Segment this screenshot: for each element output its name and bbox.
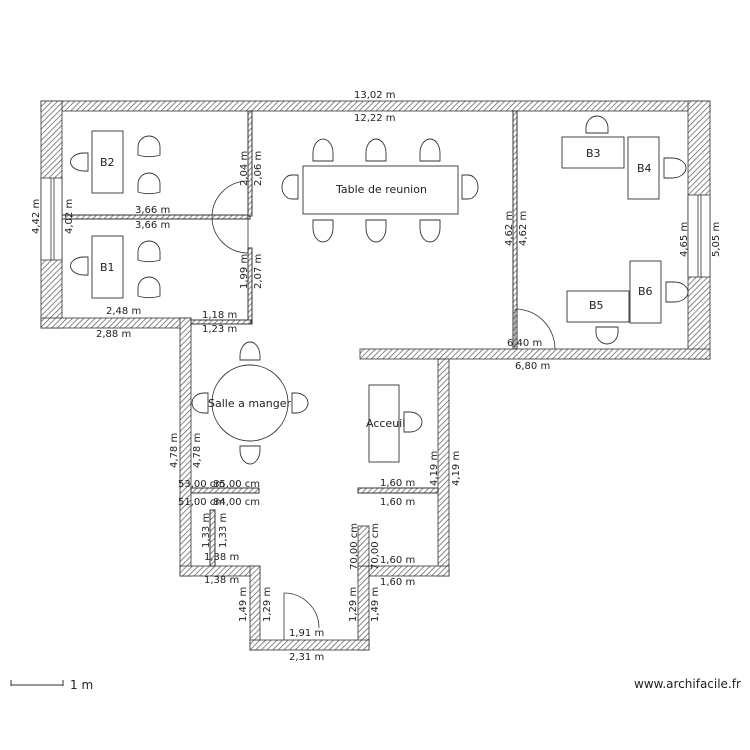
desk-b5 <box>566 290 630 323</box>
furniture <box>70 115 689 465</box>
label-desk-b6: B6 <box>638 285 653 298</box>
wall-entry-bottom <box>249 639 370 651</box>
dim-step-a: 1,18 m <box>202 310 237 321</box>
dimension-labels: 13,02 m 12,22 m 4,42 m 4,02 m 3,66 m 3,6… <box>31 90 722 663</box>
dim-lv-a: 1,33 m <box>201 513 212 548</box>
label-meeting-table: Table de reunion <box>335 183 427 196</box>
dim-ent-inner: 1,91 m <box>289 628 324 639</box>
scale-bar <box>10 680 64 686</box>
wall-entry-left <box>249 565 261 651</box>
windows <box>40 177 711 278</box>
door-b1-arc <box>211 216 249 254</box>
partition-step-bottom <box>190 319 252 325</box>
dim-b1-outer: 2,88 m <box>96 329 131 340</box>
partition-right-lower <box>357 487 439 494</box>
watermark: www.archifacile.fr <box>634 677 741 691</box>
label-dining: Salle a manger <box>208 397 292 410</box>
desk-b4 <box>627 136 660 200</box>
desk-b1 <box>91 235 124 299</box>
partitions <box>61 110 518 567</box>
dim-top-outer: 13,02 m <box>354 90 396 101</box>
dim-upper-v-a: 2,04 m <box>239 151 250 186</box>
dim-acc-v-a: 4,19 m <box>429 451 440 486</box>
dim-step-b: 1,23 m <box>202 324 237 335</box>
dim-lower-v-a: 1,99 m <box>239 254 250 289</box>
dim-part-r-a: 1,60 m <box>380 478 415 489</box>
label-desk-b1: B1 <box>100 261 115 274</box>
dim-lower-v-b: 2,07 m <box>253 254 264 289</box>
exterior-walls <box>40 100 711 651</box>
wall-entry-right-stub <box>357 525 370 567</box>
dim-part-l-b: 85,00 cm <box>213 479 260 490</box>
dim-dining-v-b: 4,78 m <box>192 433 203 468</box>
doors <box>211 180 556 640</box>
dim-rbot-a: 1,60 m <box>380 555 415 566</box>
dim-left-outer: 4,42 m <box>31 199 42 234</box>
dim-part-r-b: 1,60 m <box>380 497 415 508</box>
window-right <box>687 194 711 278</box>
dim-lbot-a: 1,38 m <box>204 552 239 563</box>
reception-desk <box>368 384 400 463</box>
desk-b2 <box>91 130 124 194</box>
wall-top <box>40 100 711 112</box>
dim-acc-v-b: 4,19 m <box>451 451 462 486</box>
dim-part-l-c: 51,00 cm <box>178 497 225 508</box>
dim-ent-outer: 2,31 m <box>289 652 324 663</box>
door-b2-arc <box>211 180 249 218</box>
scale-label: 1 m <box>70 678 93 692</box>
dim-lv-b: 1,33 m <box>218 513 229 548</box>
dim-right-bot-inner: 6,40 m <box>507 338 542 349</box>
dim-right-part-a: 4,62 m <box>504 211 515 246</box>
dim-ent-r-a: 1,29 m <box>348 587 359 622</box>
label-desk-b4: B4 <box>637 162 652 175</box>
dim-right-bot-outer: 6,80 m <box>515 361 550 372</box>
desk-b3 <box>561 136 625 169</box>
dim-right-part-b: 4,62 m <box>518 211 529 246</box>
dim-rbot-b: 1,60 m <box>380 577 415 588</box>
window-left <box>40 177 63 261</box>
dim-right-inner: 4,65 m <box>679 222 690 257</box>
door-b5-arc <box>514 308 556 350</box>
meeting-table <box>302 165 459 215</box>
wall-left-bottom <box>40 317 192 329</box>
dim-rv-b: 70,00 cm <box>370 523 381 570</box>
desk-b6 <box>629 260 662 324</box>
dim-ent-l-b: 1,29 m <box>262 587 273 622</box>
door-entry-arc <box>283 592 320 629</box>
room-labels: B2 B1 B3 B4 B5 B6 Table de reunion Salle… <box>100 147 653 430</box>
dim-rv-a: 70,00 cm <box>349 523 360 570</box>
dim-lbot-b: 1,38 m <box>204 575 239 586</box>
dim-part-l-a: 53,00 cm <box>178 479 225 490</box>
wall-entry-right <box>357 565 370 651</box>
partition-left-vertical <box>209 509 216 567</box>
partition-office-left <box>247 110 253 217</box>
dim-part-l-d: 84,00 cm <box>213 497 260 508</box>
partition-left-lower <box>190 487 260 494</box>
dim-b-partition-b: 3,66 m <box>135 220 170 231</box>
dim-dining-v-a: 4,78 m <box>169 433 180 468</box>
label-desk-b3: B3 <box>586 147 601 160</box>
dim-right-outer: 5,05 m <box>711 222 722 257</box>
dim-upper-v-b: 2,06 m <box>253 151 264 186</box>
wall-right-bottom <box>359 348 711 360</box>
dim-ent-l-a: 1,49 m <box>238 587 249 622</box>
dim-ent-r-b: 1,49 m <box>370 587 381 622</box>
wall-dining-left <box>179 317 192 577</box>
dim-top-inner: 12,22 m <box>354 113 396 124</box>
label-desk-b5: B5 <box>589 299 604 312</box>
label-reception: Acceuil <box>366 417 405 430</box>
label-desk-b2: B2 <box>100 156 115 169</box>
dim-left-inner: 4,02 m <box>64 199 75 234</box>
dining-table <box>211 364 289 442</box>
dim-b1-inner: 2,48 m <box>106 306 141 317</box>
dim-b-partition-a: 3,66 m <box>135 205 170 216</box>
